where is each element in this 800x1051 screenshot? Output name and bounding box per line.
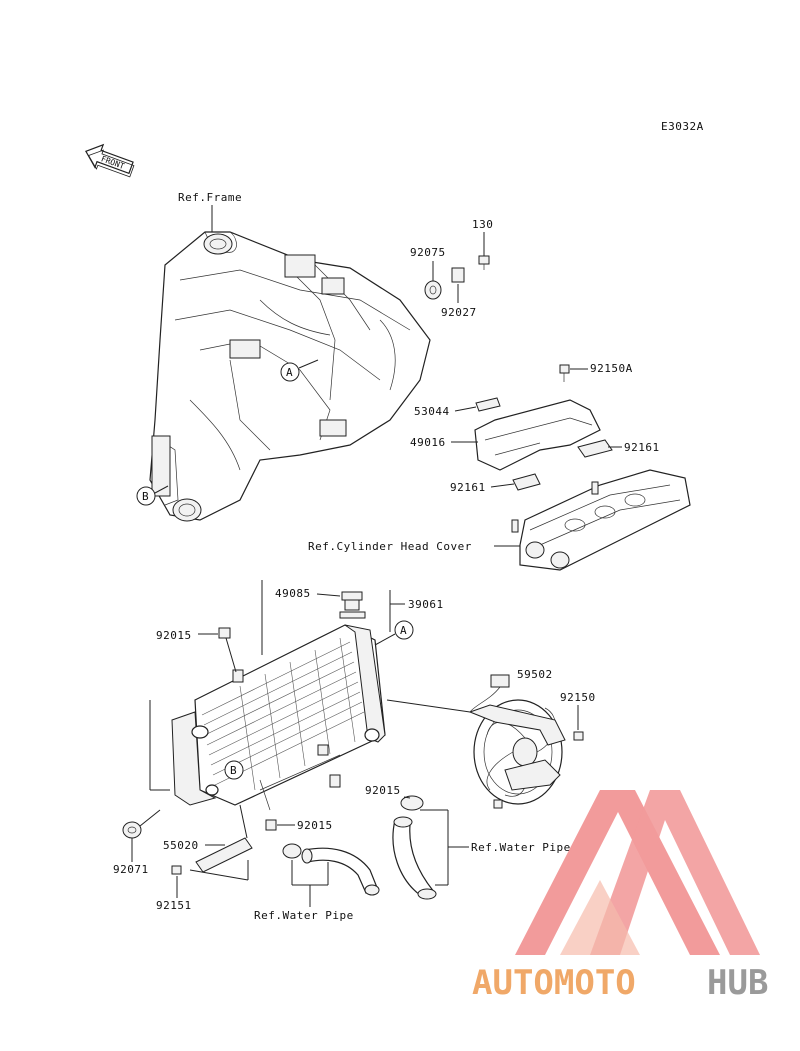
heat-deflector-49016 (474, 399, 601, 471)
bracket-55020 (195, 804, 253, 873)
label-49085: 49085 (275, 587, 311, 600)
label-59502: 59502 (517, 668, 553, 681)
callout-a-radiator: A (374, 620, 414, 646)
cylinder-head-cover (511, 469, 691, 571)
watermark-text-a: AUTOMOTO (472, 963, 636, 1003)
cap-49085 (339, 591, 366, 619)
label-92150: 92150 (560, 691, 596, 704)
label-92075: 92075 (410, 246, 446, 259)
label-39061: 39061 (408, 598, 444, 611)
label-ref-cylinder-head-cover: Ref.Cylinder Head Cover (308, 540, 472, 553)
label-92015-mid: 92015 (365, 784, 401, 797)
clip-92015-top (218, 627, 231, 639)
label-49016: 49016 (410, 436, 446, 449)
label-ref-frame: Ref.Frame (178, 191, 242, 204)
callout-a-label-2: A (400, 624, 407, 637)
pad-92161-left (512, 473, 541, 491)
grommet-92071 (122, 821, 142, 839)
pad-92161-right (577, 439, 613, 458)
label-92071: 92071 (113, 863, 149, 876)
label-53044: 53044 (414, 405, 450, 418)
label-ref-water-pipe-bottom: Ref.Water Pipe (254, 909, 354, 922)
water-hose-right (392, 816, 437, 900)
bolt-92150A (559, 364, 570, 382)
callout-b-frame: B (136, 485, 169, 506)
label-92027: 92027 (441, 306, 477, 319)
bolt-92150 (573, 731, 584, 741)
callout-b-label-2: B (230, 764, 237, 777)
label-92015-low: 92015 (297, 819, 333, 832)
clamp-bottom (282, 843, 302, 859)
label-55020: 55020 (163, 839, 199, 852)
clip-92015-low (265, 819, 277, 831)
label-92151: 92151 (156, 899, 192, 912)
collar-92027 (451, 267, 465, 283)
label-92161-right: 92161 (624, 441, 660, 454)
automotohub-watermark: AUTOMOTO HUB (472, 790, 768, 1003)
front-arrow-icon: FRONT (85, 143, 135, 178)
clamp-92015-mid (400, 795, 424, 811)
label-92150A: 92150A (590, 362, 633, 375)
bolt-130 (478, 255, 490, 270)
callout-b-radiator: B (224, 760, 244, 780)
radiator-assembly (149, 580, 386, 811)
automotohub-logo-icon (515, 790, 760, 955)
grommet-92075 (424, 280, 442, 300)
diagram-code: E3032A (661, 120, 704, 133)
label-ref-water-pipe-right: Ref.Water Pipe (471, 841, 571, 854)
label-92015-top: 92015 (156, 629, 192, 642)
callout-a-label: A (286, 366, 293, 379)
pad-53044 (475, 397, 501, 412)
watermark-text-b: HUB (707, 963, 768, 1003)
water-hose-bottom (301, 847, 380, 896)
label-92161-left: 92161 (450, 481, 486, 494)
label-130: 130 (472, 218, 493, 231)
callout-a-frame: A (280, 359, 319, 382)
bolt-92151 (171, 865, 182, 875)
cooling-fan-59502 (468, 674, 566, 809)
callout-b-label: B (142, 490, 149, 503)
